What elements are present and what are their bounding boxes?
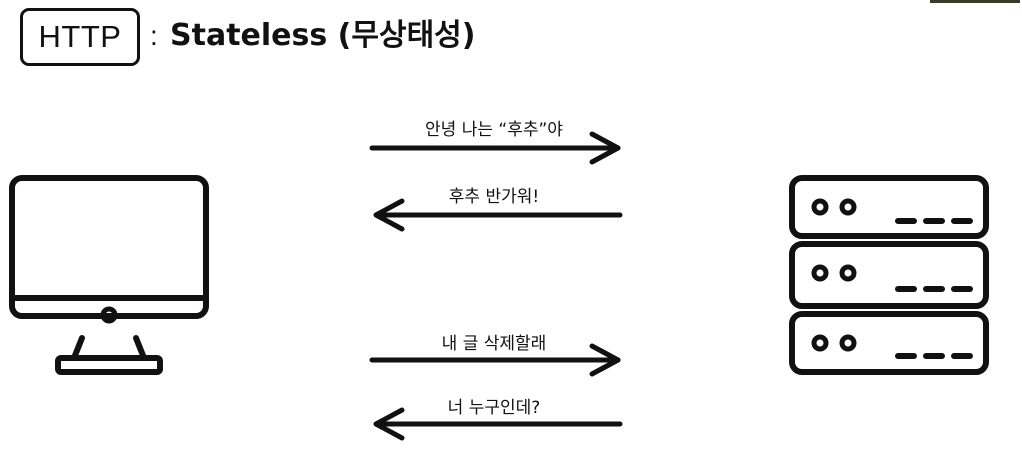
message-delete-request: 내 글 삭제할래 [441, 334, 547, 354]
message-reply: 후추 반가워! [448, 187, 540, 207]
monitor-screen-frame [9, 175, 209, 319]
arrow-right-2 [369, 343, 621, 377]
message-greeting: 안녕 나는 “후추”야 [425, 120, 563, 140]
monitor-base [55, 355, 163, 375]
arrow-right-1 [369, 131, 621, 165]
server-unit-1 [789, 175, 989, 239]
server-unit-3 [789, 311, 989, 375]
monitor-stand [71, 335, 147, 361]
server-rack-icon [789, 175, 989, 375]
monitor-icon [9, 175, 209, 375]
protocol-label-box: HTTP [20, 8, 140, 66]
arrow-left-2 [373, 407, 623, 441]
arrow-left-1 [373, 198, 623, 232]
server-unit-2 [789, 241, 989, 309]
page-title: Stateless (무상태성) [170, 18, 476, 53]
protocol-label: HTTP [38, 19, 122, 54]
message-who-are-you: 너 누구인데? [447, 398, 541, 418]
monitor-power-dot [100, 306, 118, 324]
corner-decoration [930, 0, 1020, 3]
title-separator: : [150, 20, 158, 51]
